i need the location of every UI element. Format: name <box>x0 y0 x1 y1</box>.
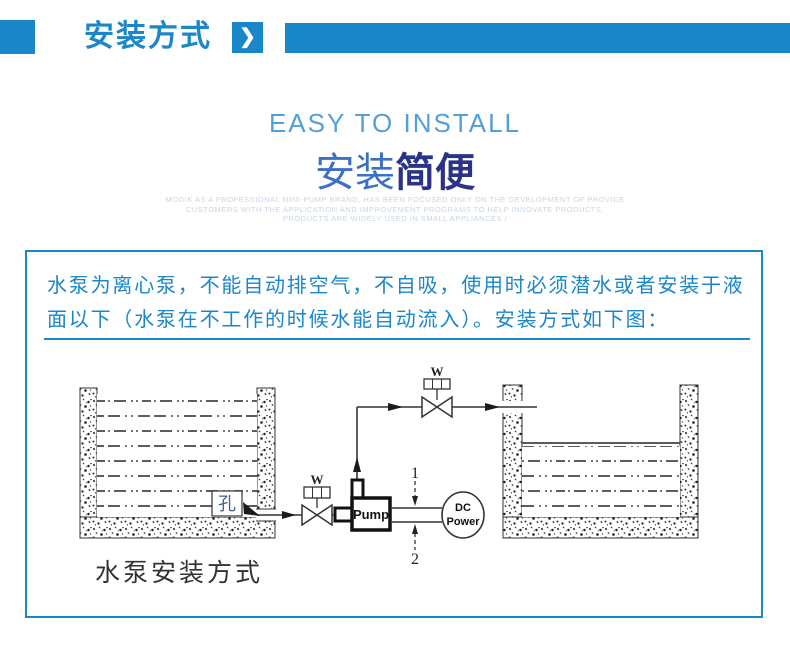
hero-title: 安装简便 <box>0 140 790 198</box>
valve-left-label: W <box>311 472 324 487</box>
pump-label: Pump <box>353 507 389 522</box>
valve-left: W <box>301 472 333 527</box>
motor-label-power: Power <box>446 516 480 528</box>
hero-title-light: 安装 <box>315 151 395 195</box>
content-panel: 水泵为离心泵，不能自动排空气，不自吸，使用时必须潜水或者安装于液 面以下（水泵在… <box>25 250 763 618</box>
smallprint-line: CUSTOMERS WITH THE APPLICATION AND IMPRO… <box>185 204 605 214</box>
callout-arrow-down-icon <box>412 496 418 506</box>
hero-title-dark: 简便 <box>395 151 475 195</box>
hole-callout-box <box>211 490 243 517</box>
flow-arrows <box>282 403 500 519</box>
hero-smallprint: MOGIK AS A PROFESSIONAL MINI-PUMP BRAND,… <box>0 195 790 224</box>
divider <box>44 338 750 340</box>
port-label-2: 2 <box>411 551 419 568</box>
right-tank <box>502 384 699 539</box>
header-accent-square <box>0 20 35 54</box>
smallprint-line: MOGIK AS A PROFESSIONAL MINI-PUMP BRAND,… <box>165 195 625 204</box>
port-label-1: 1 <box>411 465 419 482</box>
flow-arrow-right-icon <box>485 403 500 411</box>
hero-subtitle: EASY TO INSTALL <box>268 108 522 138</box>
flow-arrow-right-icon <box>388 403 403 411</box>
description-line: 面以下（水泵在不工作的时候水能自动流入）。安装方式如下图： <box>47 309 670 331</box>
motor-circle <box>441 491 485 539</box>
chevron-right-icon: ❯ <box>232 22 263 53</box>
installation-diagram: W W P <box>79 364 699 587</box>
left-tank <box>79 387 276 539</box>
flow-arrow-right-icon <box>282 511 296 519</box>
hole-callout: 孔 <box>211 490 260 517</box>
motor-label-dc: DC <box>455 502 471 514</box>
pump-body <box>350 496 392 532</box>
smallprint-line: PRODUCTS ARE WIDELY USED IN SMALL APPLIA… <box>282 214 508 223</box>
header-bar <box>285 23 790 53</box>
valve-top: W <box>421 364 453 419</box>
section-title: 安装方式 <box>84 20 212 53</box>
description-line: 水泵为离心泵，不能自动排空气，不自吸，使用时必须潜水或者安装于液 <box>47 275 745 297</box>
callout-arrow-up-icon <box>412 524 418 534</box>
pump: Pump <box>333 478 392 532</box>
hole-label: 孔 <box>218 494 236 514</box>
hole-arrow-icon <box>243 502 260 516</box>
panel-description: 水泵为离心泵，不能自动排空气，不自吸，使用时必须潜水或者安装于液 面以下（水泵在… <box>47 269 749 337</box>
flow-arrow-up-icon <box>353 457 361 472</box>
right-tank-water <box>522 446 680 517</box>
diagram-caption: 水泵安装方式 <box>95 559 263 587</box>
valve-top-label: W <box>431 364 444 379</box>
dc-motor: DC Power <box>390 491 485 539</box>
port-callouts: 1 2 <box>411 465 419 568</box>
pipes <box>257 406 537 516</box>
